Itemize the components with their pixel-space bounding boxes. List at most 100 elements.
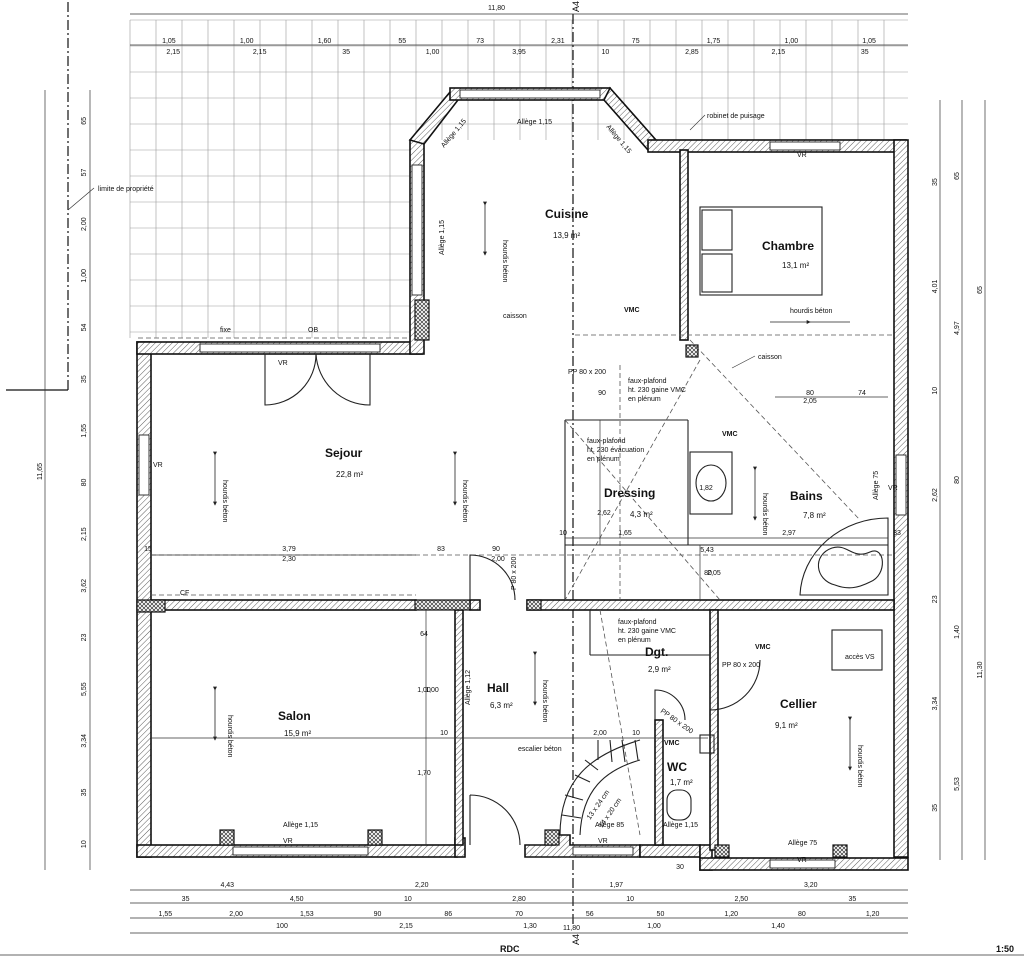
dim-top_row2-3: 1,00 (426, 49, 440, 56)
dim-bottom_row3-9: 80 (798, 911, 806, 918)
terrace-grid (129, 19, 908, 338)
dim-bottom_row3-3: 90 (374, 911, 382, 918)
note-fp3-b: ht. 230 gaine VMC (618, 628, 676, 635)
dim-bottom_row3-0: 1,55 (159, 911, 173, 918)
dim-inner-14: 2,62 (597, 510, 611, 517)
room-area-sejour: 22,8 m² (336, 470, 363, 479)
dim-top_row2-1: 2,15 (253, 49, 267, 56)
dim-right_col1-4: 23 (932, 595, 939, 603)
dim-left_outer-5: 35 (81, 375, 88, 383)
dim-inner-20: 1,70 (417, 770, 431, 777)
note-robinet: robinet de puisage (707, 113, 765, 120)
dim-right_col2-3: 1,40 (954, 625, 961, 639)
dim-right_col1-3: 2,62 (932, 488, 939, 502)
dim-bottom_row3-8: 1,20 (724, 911, 738, 918)
dim-top_row2-7: 2,15 (772, 49, 786, 56)
dim-top_row2-0: 2,15 (166, 49, 180, 56)
dim-bottom_row2-4: 10 (626, 896, 634, 903)
dim-bottom_row3-2: 1,53 (300, 911, 314, 918)
room-area-wc: 1,7 m² (670, 778, 693, 787)
hourdis-arrows (213, 201, 852, 771)
dim-bottom_row2-1: 4,50 (290, 896, 304, 903)
doors (264, 353, 761, 846)
dim-right_col1-5: 3,34 (932, 697, 939, 711)
note-hourdis-8: hourdis béton (856, 745, 863, 788)
dim-right_col3-0: 65 (977, 286, 984, 294)
note-allege-9: Allège 85 (595, 822, 624, 829)
section-marker-top: A4 (571, 1, 581, 12)
dim-left_outer-12: 3,34 (81, 734, 88, 748)
note-vmc-1: VMC (624, 307, 640, 314)
dim-bottom_row3-6: 56 (586, 911, 594, 918)
dim-left-total: 11,65 (37, 463, 44, 480)
note-fp2-c: en plénum (587, 456, 620, 463)
note-hourdis-2: hourdis béton (790, 308, 833, 315)
note-ob: OB (308, 327, 318, 334)
room-name-dressing: Dressing (604, 486, 655, 500)
room-area-hall: 6,3 m² (490, 701, 513, 710)
room-name-cellier: Cellier (780, 697, 817, 711)
dim-inner-6: 10 (559, 530, 567, 537)
dim-top_row2-8: 35 (861, 49, 869, 56)
fixtures (559, 206, 889, 836)
section-marker-bottom: A4 (571, 934, 581, 945)
interior-walls (136, 149, 895, 858)
note-pp80-3: PP 80 x 200 (659, 708, 694, 736)
dim-right_col2-0: 65 (954, 172, 961, 180)
note-pp80-1: PP 80 x 200 (568, 369, 606, 376)
note-allege-1: Allège 1,15 (517, 119, 552, 126)
dim-inner-16: 90 (598, 390, 606, 397)
note-pp80-2: PP 80 x 200 (722, 662, 760, 669)
note-caisson-bedroom: caisson (758, 354, 782, 361)
dim-left_outer-11: 5,55 (81, 682, 88, 696)
note-fp3-a: faux-plafond (618, 619, 657, 626)
dim-bottom_row3-10: 1,20 (866, 911, 880, 918)
note-vr-4: VR (598, 838, 608, 845)
note-vr-2: VR (153, 462, 163, 469)
note-hourdis-3: hourdis béton (221, 480, 228, 523)
dim-inner-11: 80 (806, 390, 814, 397)
dim-right_col2-2: 80 (954, 476, 961, 484)
dim-left_outer-1: 57 (81, 169, 88, 177)
room-area-bains: 7,8 m² (803, 511, 826, 520)
note-escalier: escalier béton (518, 746, 562, 753)
dim-inner-2: 83 (437, 546, 445, 553)
dim-inner-26: 30 (676, 864, 684, 871)
dim-top_row1-5: 2,31 (551, 38, 565, 45)
note-vmc-4: VMC (664, 740, 680, 747)
dim-top_row1-9: 1,05 (862, 38, 876, 45)
room-name-sejour: Sejour (325, 446, 363, 460)
dim-inner-1: 2,30 (282, 556, 296, 563)
room-area-salon: 15,9 m² (284, 729, 311, 738)
dim-inner-8: 5,43 (700, 547, 714, 554)
note-hourdis-5: hourdis béton (226, 715, 233, 758)
dim-left_outer-13: 35 (81, 789, 88, 797)
note-fp3-c: en plénum (618, 637, 651, 644)
dim-inner-0: 3,79 (282, 546, 296, 553)
dim-bottom_row2-2: 10 (404, 896, 412, 903)
dim-inner-5: 2,00 (491, 556, 505, 563)
dim-left_outer-4: 54 (81, 324, 88, 332)
dim-left_outer-7: 80 (81, 479, 88, 487)
bed (699, 206, 823, 296)
dim-left_outer-14: 10 (81, 840, 88, 848)
dim-top_row1-2: 1,60 (318, 38, 332, 45)
note-hourdis-1: hourdis béton (501, 240, 508, 283)
note-vr-6: VR (888, 485, 898, 492)
dim-bottom_row1-1: 2,20 (415, 882, 429, 889)
dim-inner-23: 10 (632, 730, 640, 737)
dim-inner-13: 74 (858, 390, 866, 397)
note-fp2-b: ht. 230 évacuation (587, 447, 644, 454)
dim-bottom_row2-5: 2,50 (734, 896, 748, 903)
dim-bottom_row4-4: 1,40 (771, 923, 785, 930)
dim-bottom_row1-0: 4,43 (220, 882, 234, 889)
note-allege-7: Allège 75 (788, 840, 817, 847)
note-cf: CF (180, 590, 189, 597)
dim-inner-22: 2,00 (593, 730, 607, 737)
footer: RDC 1:50 (0, 944, 1024, 956)
dim-inner-17: 64 (420, 631, 428, 638)
dim-bottom_row4-3: 1,00 (647, 923, 661, 930)
note-fp1-a: faux-plafond (628, 378, 667, 385)
note-hourdis-4: hourdis béton (461, 480, 468, 523)
note-fp2-a: faux-plafond (587, 438, 626, 445)
